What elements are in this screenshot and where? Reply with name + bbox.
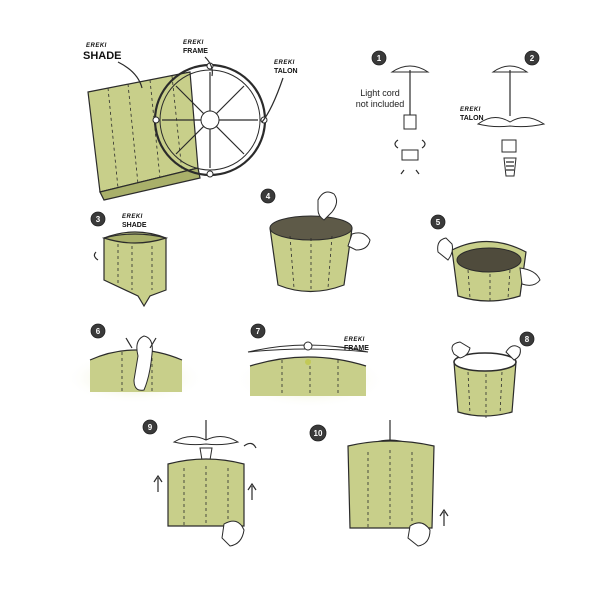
rolled-shade xyxy=(103,231,167,308)
shade-sheet-edge xyxy=(99,167,201,201)
step-number: 6 xyxy=(96,327,101,336)
step-number: 5 xyxy=(436,218,441,227)
note-line-1: Light cord xyxy=(360,88,400,98)
step-8: 8 xyxy=(451,331,535,418)
bulb-socket xyxy=(403,114,417,130)
up-arrow-icon xyxy=(153,474,163,492)
label-ereki-shade-brand: EREKI xyxy=(86,43,107,49)
hand xyxy=(505,345,521,361)
hand xyxy=(317,191,338,221)
step-1: 1 Light cord not included xyxy=(356,50,430,175)
ceiling-canopy xyxy=(390,65,430,73)
step-9: 9 xyxy=(142,419,257,547)
step-number: 4 xyxy=(266,192,271,201)
step-number-badge xyxy=(260,188,276,204)
ceiling-canopy xyxy=(491,65,529,73)
label-ereki-frame-brand: EREKI xyxy=(183,40,204,46)
step-10: 10 xyxy=(309,420,449,547)
hand xyxy=(221,520,245,547)
step-number-badge xyxy=(250,323,266,339)
frame-pointer xyxy=(204,56,213,77)
step-6: 6 xyxy=(65,323,205,404)
parts-overview: EREKI SHADE EREKI FRAME EREKI TALON xyxy=(83,40,298,201)
label-ereki-talon-brand-2: EREKI xyxy=(460,107,481,113)
socket-ring xyxy=(401,149,419,161)
step-5: 5 xyxy=(430,214,541,302)
step-3: 3 EREKI SHADE xyxy=(90,211,169,308)
label-ereki-shade-brand-3: EREKI xyxy=(122,214,143,220)
step-number-badge xyxy=(90,323,106,339)
step-number: 3 xyxy=(96,215,101,224)
label-frame-7: FRAME xyxy=(344,345,369,352)
label-ereki-frame-brand-7: EREKI xyxy=(344,337,365,343)
step-2: 2 EREKI TALON xyxy=(460,50,546,177)
talon-pointer xyxy=(261,77,284,123)
label-talon-2: TALON xyxy=(460,115,484,122)
label-shade: SHADE xyxy=(83,50,122,62)
frame-ring xyxy=(152,62,268,178)
hand xyxy=(437,237,453,261)
step-number-badge xyxy=(519,331,535,347)
step-number: 10 xyxy=(314,429,323,438)
socket-ring xyxy=(501,139,517,153)
up-arrow-icon xyxy=(247,482,257,500)
step-number: 1 xyxy=(377,54,382,63)
hand xyxy=(407,522,431,547)
step-4: 4 xyxy=(260,188,371,293)
label-talon: TALON xyxy=(274,68,298,75)
light-bulb xyxy=(503,157,517,177)
hand xyxy=(347,232,371,251)
hand xyxy=(133,335,153,391)
hand xyxy=(519,267,541,286)
step-number: 8 xyxy=(525,335,530,344)
label-frame: FRAME xyxy=(183,48,208,55)
step-number: 2 xyxy=(530,54,535,63)
step-number-badge xyxy=(90,211,106,227)
clip-icon xyxy=(243,442,257,449)
step-number-badge xyxy=(142,419,158,435)
talon-piece xyxy=(476,117,546,128)
talon-piece xyxy=(172,436,240,446)
step-number: 7 xyxy=(256,327,261,336)
light-bulb xyxy=(199,447,213,461)
step-number-badge xyxy=(430,214,446,230)
label-ereki-talon-brand: EREKI xyxy=(274,60,295,66)
up-arrow-icon xyxy=(439,508,449,526)
step-number-badge xyxy=(371,50,387,66)
step-7: 7 EREKI FRAME xyxy=(234,323,386,408)
shade-top-edge xyxy=(250,357,366,396)
hand xyxy=(451,341,471,359)
shade-drum xyxy=(347,440,435,529)
shade-pointer xyxy=(117,61,143,89)
label-shade-3: SHADE xyxy=(122,222,147,229)
step-number: 9 xyxy=(148,423,153,432)
step-number-badge xyxy=(309,424,327,442)
note-line-2: not included xyxy=(356,99,405,109)
step-number-badge xyxy=(524,50,540,66)
